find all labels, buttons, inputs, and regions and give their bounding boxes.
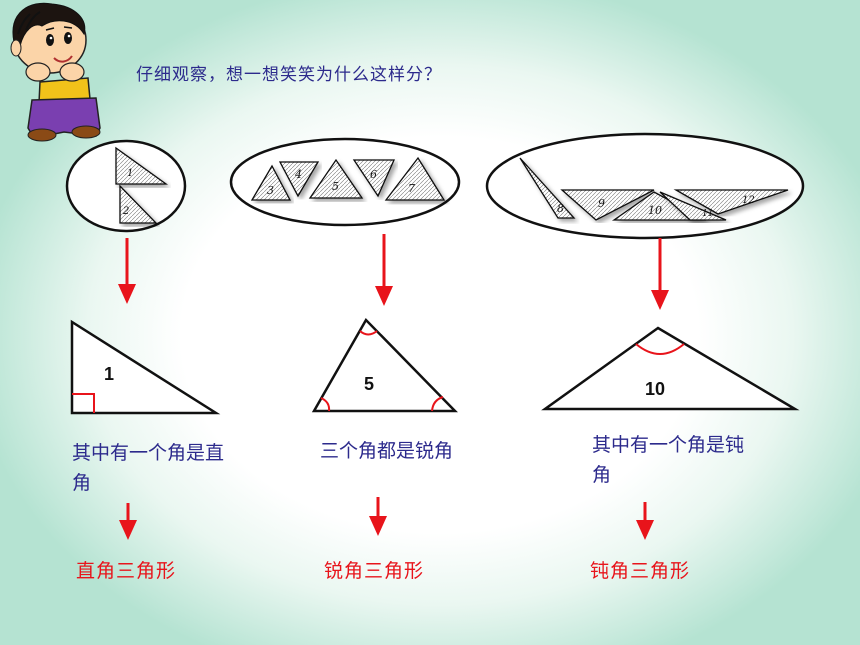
big-right-triangle: 1 [70,319,221,415]
result-acute-triangle: 锐角三角形 [324,560,425,582]
small-triangle-label: 6 [370,168,377,181]
small-triangle-label: 4 [294,168,302,181]
small-triangle-label: 9 [598,197,605,210]
thinking-child-icon [10,2,101,142]
result-right-triangle: 直角三角形 [76,560,177,582]
big-triangle-label: 10 [645,379,665,399]
obtuse-angle-mark [635,343,685,355]
down-arrow-icon [118,238,136,304]
description-acute: 三个角都是锐角 [320,440,454,462]
big-triangle-label: 5 [364,374,374,394]
down-arrow-icon [375,234,393,306]
down-arrow-icon [369,497,387,536]
result-obtuse-triangle: 钝角三角形 [590,560,691,582]
question-text: 仔细观察，想一想笑笑为什么这样分？ [136,65,442,85]
small-triangle-label: 3 [267,184,274,197]
group-acute-sorted: 3 4 5 6 7 [229,137,461,227]
group-right-sorted: 1 2 [65,139,187,233]
acute-angle-mark [431,396,444,412]
small-triangle-label: 2 [122,206,129,217]
big-acute-triangle: 5 [311,317,458,413]
acute-angle-mark [359,330,378,336]
small-triangle-label: 12 [742,195,755,206]
description-obtuse: 其中有一个角是钝角 [592,434,745,486]
down-arrow-icon [636,502,654,540]
small-triangle-label: 1 [127,168,133,179]
small-triangle-label: 5 [332,180,339,193]
small-triangle-label: 11 [702,209,713,219]
down-arrow-icon [651,238,669,310]
small-triangle-label: 10 [648,204,662,217]
description-right: 其中有一个角是直角 [72,442,225,494]
small-triangle-label: 8 [557,202,564,215]
group-obtuse-sorted: 8 9 10 11 12 [485,132,805,240]
down-arrow-icon [119,503,137,540]
right-angle-mark [72,393,95,413]
acute-angle-mark [320,397,331,412]
big-obtuse-triangle: 10 [541,326,800,411]
small-triangle-label: 7 [408,182,415,195]
big-triangle-label: 1 [104,364,114,384]
